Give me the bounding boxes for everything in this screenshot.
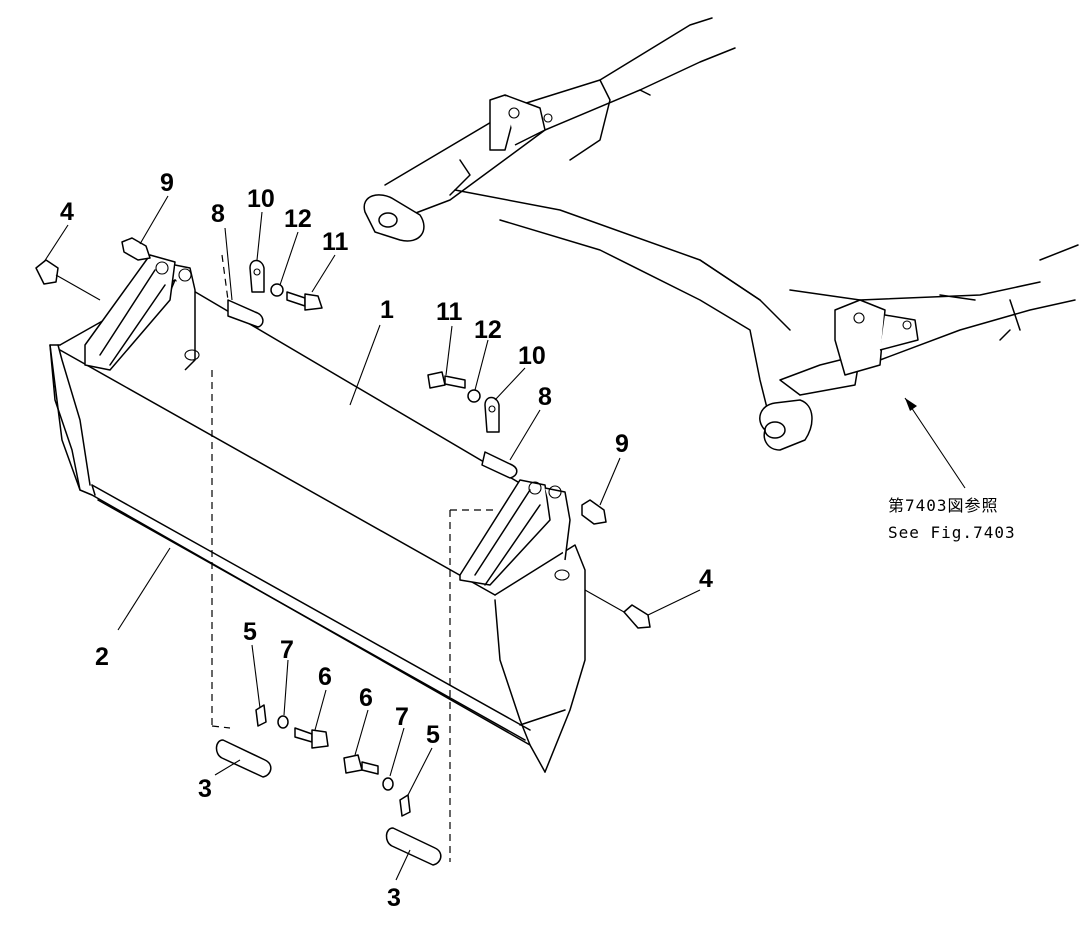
- bolt-11-right: [427, 371, 466, 389]
- clip-5-right: [399, 794, 411, 817]
- callout-7-right: 7: [395, 703, 409, 731]
- callout-8-right: 8: [538, 383, 552, 411]
- reference-note-en: See Fig.7403: [888, 523, 1016, 542]
- pin-3-right: [385, 509, 495, 866]
- plate-10-left: [249, 259, 265, 293]
- bolt-6-left: [294, 727, 329, 749]
- callout-6-right: 6: [359, 684, 373, 712]
- leader-lines: [43, 195, 966, 881]
- grease-fitting-9-right: [581, 499, 607, 525]
- pin-8-left: [221, 254, 264, 328]
- callout-12-right: 12: [474, 316, 502, 344]
- callout-10-left: 10: [247, 185, 275, 213]
- grease-fitting-left: [35, 259, 101, 301]
- callout-3-right: 3: [387, 884, 401, 912]
- plate-10-right: [484, 396, 500, 433]
- callout-4-left: 4: [60, 198, 74, 226]
- washer-12-right: [467, 389, 481, 403]
- bolt-11-left: [286, 291, 323, 311]
- callout-6-left: 6: [318, 663, 332, 691]
- callout-8-left: 8: [211, 200, 225, 228]
- callout-11-left: 11: [322, 228, 349, 256]
- lift-frame: [363, 17, 1079, 451]
- callout-4-right: 4: [699, 565, 713, 593]
- clip-5-left: [255, 704, 267, 727]
- pin-8-right: [481, 451, 518, 479]
- callout-2: 2: [95, 643, 109, 671]
- callout-9-left: 9: [160, 169, 174, 197]
- grease-fitting-right: [584, 589, 651, 629]
- parts: [35, 237, 651, 866]
- callout-5-right: 5: [426, 721, 440, 749]
- reference-note: 第7403図参照 See Fig.7403: [888, 496, 1016, 542]
- callout-10-right: 10: [518, 342, 546, 370]
- callout-11-right: 11: [436, 298, 463, 326]
- callouts: 1 2 3 3 4 4 5 5 6 6 7 7 8 8 9 9 10 10 11…: [60, 169, 713, 912]
- reference-note-jp: 第7403図参照: [888, 496, 999, 515]
- callout-9-right: 9: [615, 430, 629, 458]
- blade: [49, 254, 586, 773]
- grease-fitting-9-left: [121, 237, 151, 261]
- washer-7-right: [382, 777, 394, 791]
- washer-12-left: [270, 283, 284, 297]
- callout-3-left: 3: [198, 775, 212, 803]
- callout-5-left: 5: [243, 618, 257, 646]
- callout-12-left: 12: [284, 205, 312, 233]
- pin-3-left: [211, 370, 272, 778]
- washer-7-left: [277, 715, 289, 729]
- callout-1: 1: [380, 296, 394, 324]
- callout-7-left: 7: [280, 636, 294, 664]
- bolt-6-right: [343, 754, 379, 775]
